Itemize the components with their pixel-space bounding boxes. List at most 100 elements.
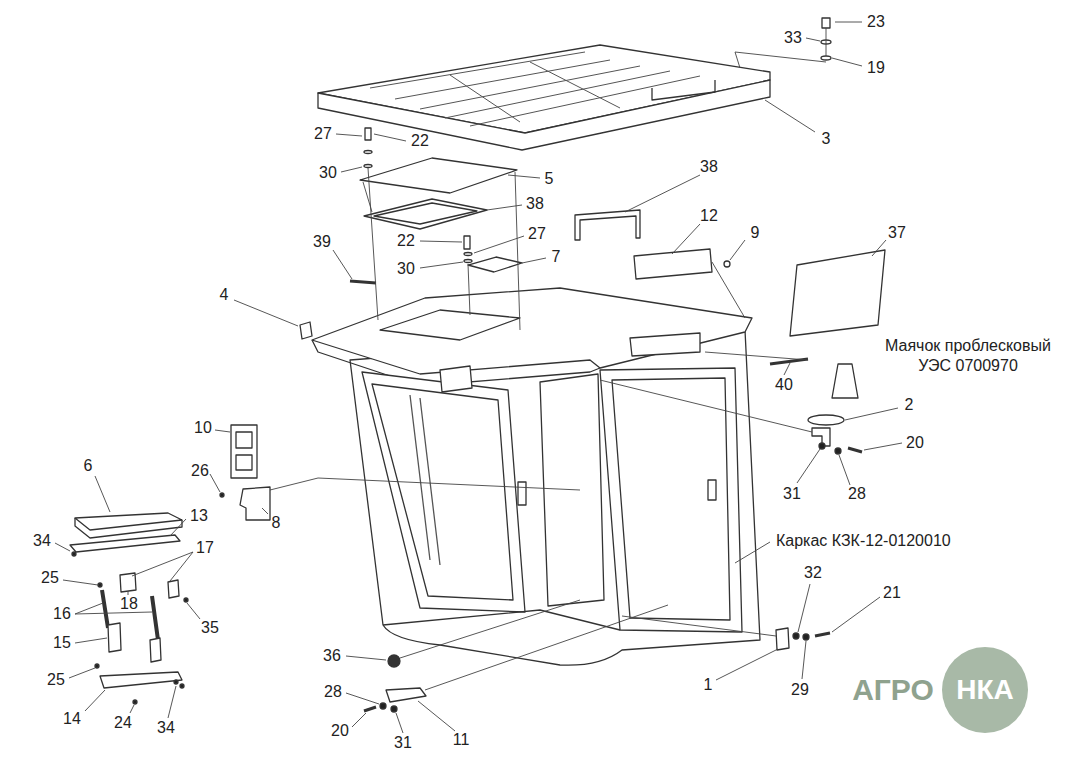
bar <box>350 281 376 283</box>
drawing-line <box>396 713 403 733</box>
callout-number: 29 <box>791 681 809 699</box>
drawing-line <box>835 22 862 23</box>
callout-number: 25 <box>47 671 65 689</box>
hatch <box>360 158 517 193</box>
drawing-line <box>95 664 99 668</box>
callout-number: 2 <box>905 396 914 414</box>
drawing-line <box>450 75 520 122</box>
drawing-line <box>352 713 366 727</box>
callout-number: 32 <box>804 564 822 582</box>
drawing-line <box>705 352 808 360</box>
callout-number: 1 <box>704 676 713 694</box>
callout-number: 14 <box>63 710 81 728</box>
switch-block <box>231 425 257 478</box>
callout-number: 38 <box>700 158 718 176</box>
drawing-line <box>69 668 95 678</box>
drawing-line <box>374 134 406 141</box>
screw <box>822 18 830 28</box>
drawing-line <box>735 52 826 68</box>
drawing-line <box>845 408 898 420</box>
callout-number: 15 <box>53 634 71 652</box>
bracket <box>575 210 640 240</box>
drawing-line <box>128 591 129 595</box>
roof-opening <box>380 310 520 340</box>
cab-rim <box>312 288 752 374</box>
drawing-line <box>625 175 700 212</box>
drawing-line <box>784 363 790 375</box>
callout-number: 34 <box>33 532 51 550</box>
part-name: Маячок проблесковый УЭС 0700970 <box>879 336 1057 376</box>
drawing-line <box>797 449 820 483</box>
drawing-line <box>270 478 580 490</box>
callout-number: 26 <box>191 462 209 480</box>
drawing-line <box>418 701 455 731</box>
drawing-line <box>835 448 841 454</box>
drawing-line <box>364 707 376 711</box>
holder <box>240 487 270 520</box>
drawing-line <box>518 482 526 505</box>
screw <box>724 261 730 267</box>
drawing-line <box>410 395 440 565</box>
drawing-line <box>712 262 745 318</box>
drawing-line <box>672 224 700 254</box>
drawing-line <box>420 241 462 242</box>
drawing-line <box>234 300 298 326</box>
drawing-line <box>470 76 700 126</box>
logo-text: АГРО <box>852 674 934 706</box>
drawing-line <box>336 134 362 136</box>
callout-number: 12 <box>700 207 718 225</box>
clip <box>300 322 312 339</box>
drawing-line <box>872 240 886 256</box>
callout-number: 28 <box>848 485 866 503</box>
drawing-line <box>174 680 178 684</box>
drawing-line <box>530 62 620 108</box>
callout-number: 3 <box>822 130 831 148</box>
drawing-line <box>400 600 580 658</box>
callout-number: 31 <box>394 734 412 752</box>
callout-number: 34 <box>157 719 175 737</box>
drawing-line <box>346 693 379 704</box>
drawing-line <box>98 583 102 587</box>
callout-number: 33 <box>784 29 802 47</box>
roof-skirt <box>652 80 715 100</box>
drawing-line <box>468 264 470 315</box>
drawing-line <box>815 633 830 636</box>
drawing-line <box>765 100 815 132</box>
callout-number: 7 <box>552 248 561 266</box>
drawing-line <box>75 603 103 614</box>
drawing-line <box>819 443 825 449</box>
roof-ribs <box>370 52 700 126</box>
callout-number: 18 <box>120 595 138 613</box>
callout-number: 21 <box>883 584 901 602</box>
drawing-line <box>363 182 372 212</box>
callout-number: 20 <box>331 722 349 740</box>
drawing-line <box>848 448 862 452</box>
callout-number: 17 <box>196 539 214 557</box>
drawing-line <box>95 476 110 512</box>
drawing-line <box>170 519 186 536</box>
drawing-line <box>420 66 640 109</box>
drawing-line <box>806 38 820 41</box>
drawing-line <box>798 584 810 632</box>
drawing-line <box>802 641 806 679</box>
drawing-line <box>72 552 76 556</box>
drawing-line <box>716 649 778 680</box>
callout-number: 10 <box>194 419 212 437</box>
beacon <box>832 364 858 398</box>
drawing-line <box>55 543 70 551</box>
drawing-line <box>487 205 522 210</box>
drawing-line <box>215 430 230 432</box>
drawing-line <box>793 633 799 639</box>
drawing-line <box>184 598 188 602</box>
drawing-line <box>364 165 372 168</box>
drawing-line <box>622 616 776 636</box>
drawing-line <box>464 236 470 249</box>
bar <box>100 672 182 688</box>
drawing-line <box>708 480 716 500</box>
drawing-line <box>85 690 105 711</box>
drawing-line <box>474 236 524 253</box>
drawing-line <box>391 706 397 712</box>
callout-number: 30 <box>319 164 337 182</box>
seal-frame-inner <box>374 203 477 224</box>
callout-number: 23 <box>867 13 885 31</box>
